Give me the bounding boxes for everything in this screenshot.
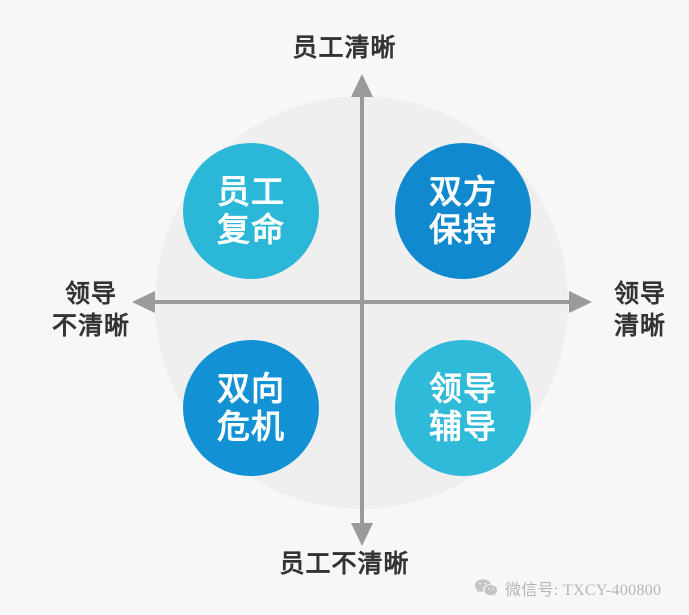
quadrant-label-line1: 领导 — [429, 370, 497, 407]
quadrant-label-line2: 辅导 — [429, 408, 497, 445]
quadrant-bubble-bottom-right[interactable]: 领导 辅导 — [395, 340, 531, 476]
wechat-icon — [474, 579, 498, 596]
quadrant-bubble-top-right[interactable]: 双方 保持 — [395, 143, 531, 279]
axis-label-right-line1: 领导 — [613, 280, 666, 308]
axis-label-top: 员工清晰 — [0, 32, 689, 64]
quadrant-label-line2: 保持 — [429, 211, 497, 248]
axis-label-left-line1: 领导 — [64, 280, 117, 308]
axis-arrow-right — [569, 291, 592, 313]
axis-label-right-line2: 清晰 — [613, 312, 666, 340]
axis-label-bottom: 员工不清晰 — [0, 548, 689, 580]
axis-arrow-down — [351, 523, 373, 546]
quadrant-bubble-bottom-left[interactable]: 双向 危机 — [183, 340, 319, 476]
quadrant-label-line1: 员工 — [217, 173, 285, 210]
axis-label-right: 领导 清晰 — [594, 278, 686, 342]
watermark-text: 微信号: TXCY-400800 — [505, 582, 662, 599]
axis-label-left-line2: 不清晰 — [51, 312, 130, 340]
quadrant-label-line1: 双方 — [429, 173, 497, 210]
axis-arrow-left — [132, 291, 155, 313]
axis-label-bottom-text: 员工不清晰 — [279, 550, 410, 578]
axis-arrow-up — [351, 74, 373, 97]
quadrant-label-line2: 复命 — [217, 211, 285, 248]
quadrant-label-line1: 双向 — [217, 370, 285, 407]
watermark: 微信号: TXCY-400800 — [474, 576, 661, 600]
quadrant-bubble-top-left[interactable]: 员工 复命 — [183, 143, 319, 279]
axis-label-left: 领导 不清晰 — [36, 278, 146, 342]
quadrant-label-line2: 危机 — [217, 408, 285, 445]
axis-label-top-text: 员工清晰 — [292, 34, 397, 62]
